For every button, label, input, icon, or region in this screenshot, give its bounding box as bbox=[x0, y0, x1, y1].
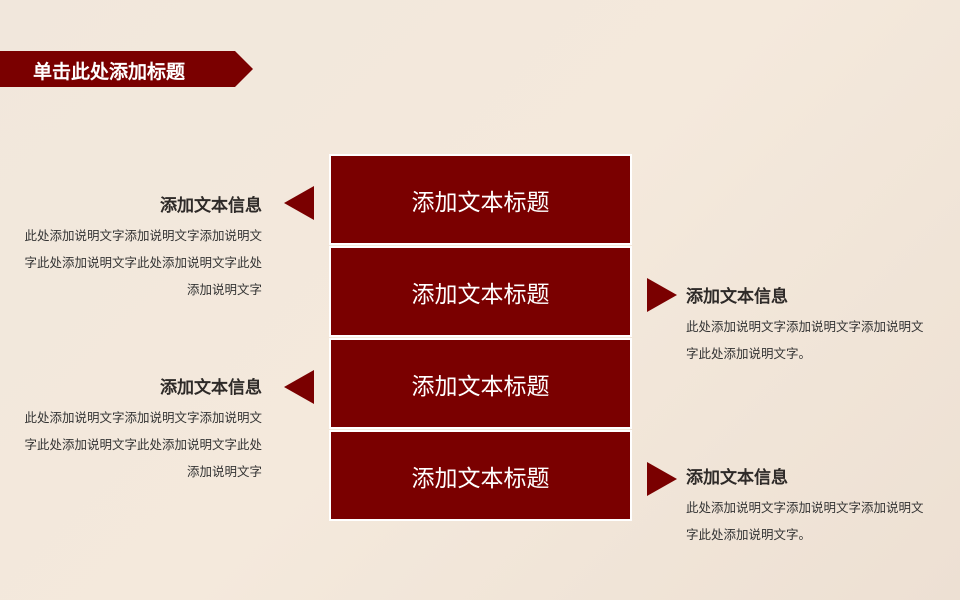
arrow-left-icon bbox=[284, 186, 314, 220]
info-body[interactable]: 此处添加说明文字添加说明文字添加说明文字此处添加说明文字。 bbox=[686, 500, 924, 542]
info-heading[interactable]: 添加文本信息 bbox=[686, 468, 788, 488]
info-body[interactable]: 此处添加说明文字添加说明文字添加说明文字此处添加说明文字此处添加说明文字此处添加… bbox=[24, 410, 262, 479]
info-heading[interactable]: 添加文本信息 bbox=[686, 287, 788, 307]
title-box-1[interactable]: 添加文本标题 bbox=[329, 154, 632, 245]
arrow-right-icon bbox=[647, 278, 677, 312]
info-block-1: 添加文本信息 此处添加说明文字添加说明文字添加说明文字此处添加说明文字此处添加说… bbox=[22, 191, 262, 303]
info-block-4: 添加文本信息 此处添加说明文字添加说明文字添加说明文字此处添加说明文字。 bbox=[686, 463, 926, 548]
title-box-2[interactable]: 添加文本标题 bbox=[329, 246, 632, 337]
info-heading[interactable]: 添加文本信息 bbox=[160, 378, 262, 398]
arrow-right-icon bbox=[647, 462, 677, 496]
info-body[interactable]: 此处添加说明文字添加说明文字添加说明文字此处添加说明文字。 bbox=[686, 319, 924, 361]
title-box-3[interactable]: 添加文本标题 bbox=[329, 338, 632, 429]
title-box-4[interactable]: 添加文本标题 bbox=[329, 430, 632, 521]
info-heading[interactable]: 添加文本信息 bbox=[160, 196, 262, 216]
title-banner: 单击此处添加标题 bbox=[0, 51, 253, 87]
arrow-left-icon bbox=[284, 370, 314, 404]
info-block-3: 添加文本信息 此处添加说明文字添加说明文字添加说明文字此处添加说明文字此处添加说… bbox=[22, 373, 262, 485]
info-block-2: 添加文本信息 此处添加说明文字添加说明文字添加说明文字此处添加说明文字。 bbox=[686, 282, 926, 367]
info-body[interactable]: 此处添加说明文字添加说明文字添加说明文字此处添加说明文字此处添加说明文字此处添加… bbox=[24, 228, 262, 297]
slide-title[interactable]: 单击此处添加标题 bbox=[33, 61, 186, 83]
